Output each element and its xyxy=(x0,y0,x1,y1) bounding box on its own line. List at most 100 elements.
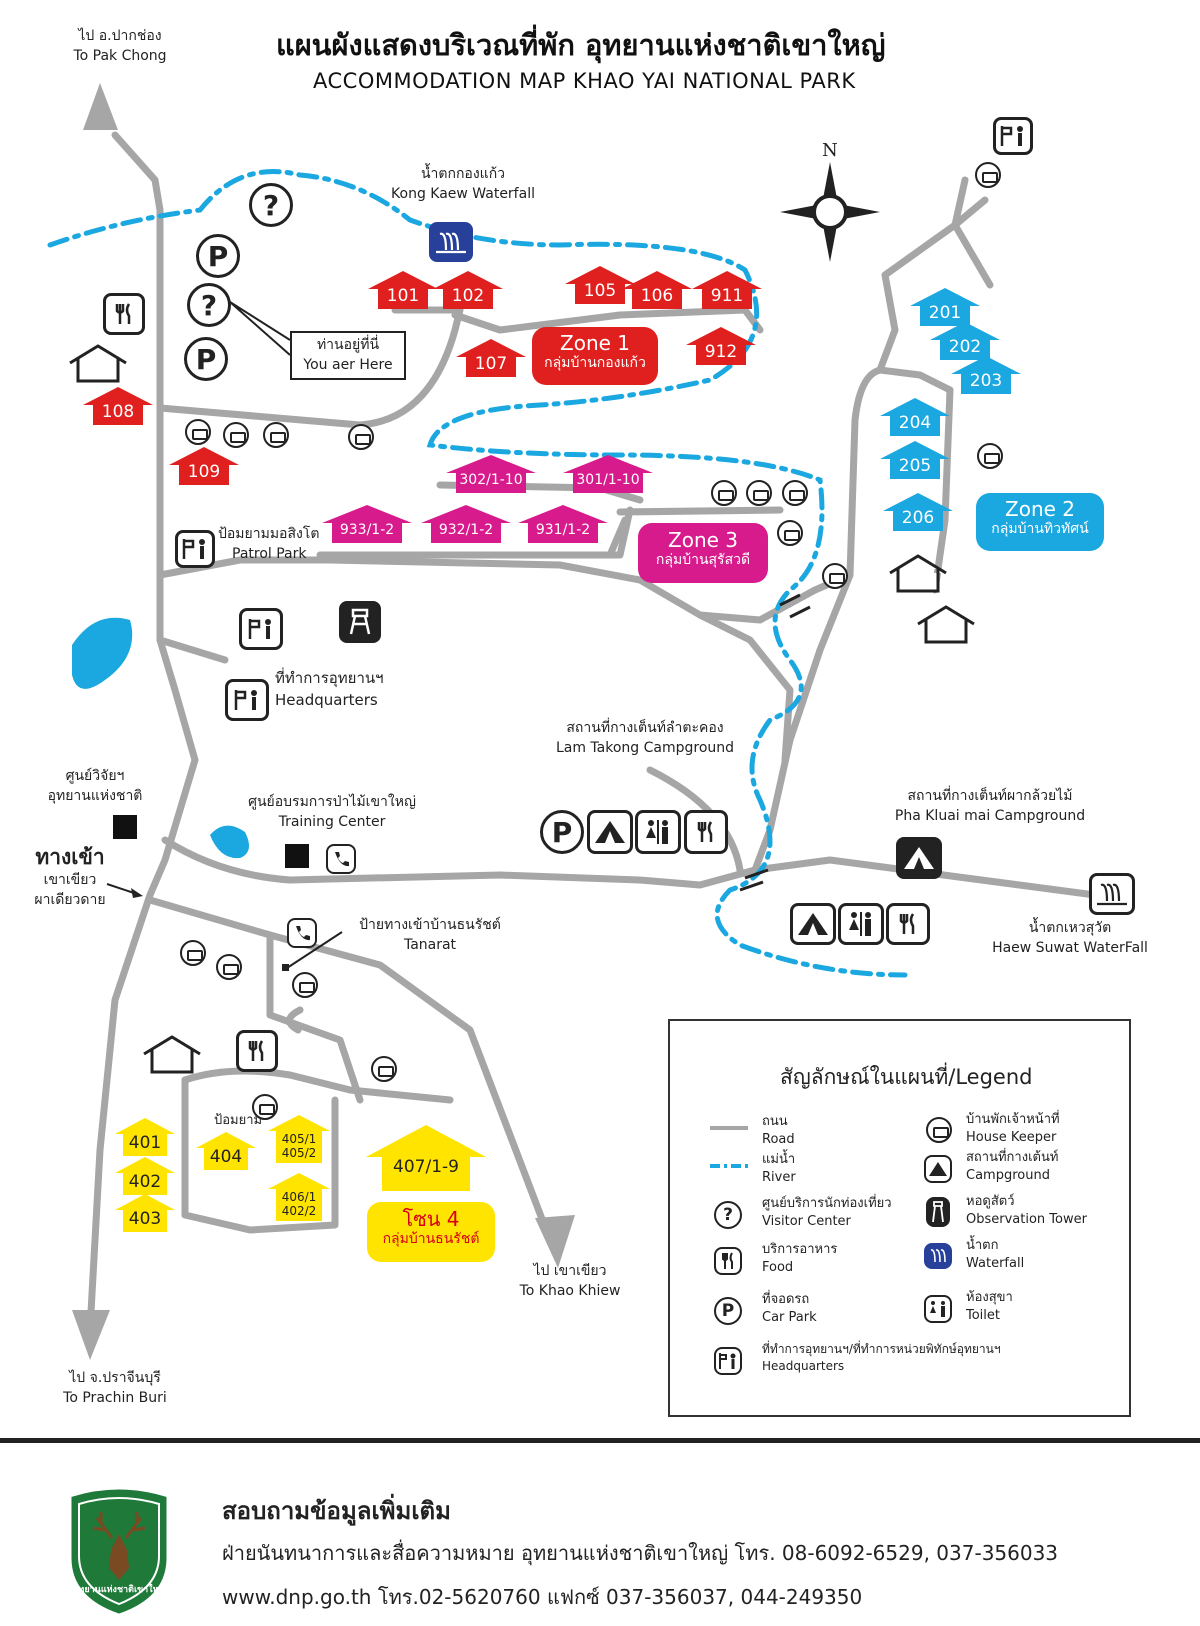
parking-icon[interactable]: P xyxy=(184,337,228,381)
unit-405[interactable]: 405/1 405/2 xyxy=(268,1115,330,1163)
lam-takong-th: สถานที่กางเต็นท์ลำตะคอง xyxy=(566,720,724,736)
house-keeper-icon[interactable] xyxy=(348,424,374,450)
zone-4-badge[interactable]: โซน 4 กลุ่มบ้านธนรัชต์ xyxy=(367,1202,495,1262)
legend-toilet-th: ห้องสุขา xyxy=(966,1290,1013,1305)
info-icon[interactable]: ? xyxy=(187,283,231,327)
toilet-icon[interactable] xyxy=(635,810,681,854)
zone-1-thai: กลุ่มบ้านกองแก้ว xyxy=(544,355,646,371)
info-icon[interactable]: ? xyxy=(249,183,293,227)
map-title-english: ACCOMMODATION MAP KHAO YAI NATIONAL PARK xyxy=(313,69,856,93)
unit-931[interactable]: 931/1-2 xyxy=(518,505,608,543)
house-keeper-icon[interactable] xyxy=(263,422,289,448)
house-keeper-icon[interactable] xyxy=(977,443,1003,469)
unit-205[interactable]: 205 xyxy=(880,441,950,479)
phone-icon[interactable] xyxy=(326,844,356,874)
zone-3-badge[interactable]: Zone 3 กลุ่มบ้านสุรัสวดี xyxy=(638,523,768,583)
zone-3-thai: กลุ่มบ้านสุรัสวดี xyxy=(655,552,751,568)
house-keeper-icon[interactable] xyxy=(975,162,1001,188)
unit-102[interactable]: 102 xyxy=(433,271,503,309)
house-keeper-icon[interactable] xyxy=(782,480,808,506)
food-icon[interactable] xyxy=(236,1030,278,1072)
entrance-l3: ผาเดียวดาย xyxy=(34,892,106,909)
unit-403[interactable]: 403 xyxy=(115,1194,175,1232)
unit-911[interactable]: 911 xyxy=(692,271,762,309)
house-keeper-icon[interactable] xyxy=(180,940,206,966)
entrance-th: ทางเข้า xyxy=(35,845,105,869)
headquarters-icon[interactable] xyxy=(225,679,269,721)
headquarters-en: Headquarters xyxy=(275,690,378,709)
entrance-l2: เขาเขียว xyxy=(43,872,97,889)
legend-campground-en: Campground xyxy=(966,1168,1050,1184)
tower-icon[interactable] xyxy=(339,601,381,643)
unit-407[interactable]: 407/1-9 xyxy=(366,1125,486,1191)
waterfall-icon[interactable] xyxy=(429,222,473,262)
house-keeper-icon[interactable] xyxy=(371,1056,397,1082)
house-keeper-icon[interactable] xyxy=(822,563,848,589)
unit-house-shape xyxy=(115,1118,175,1156)
patrol-park-en: Patrol Park xyxy=(232,546,307,563)
unit-108[interactable]: 108 xyxy=(83,387,153,425)
food-icon[interactable] xyxy=(684,810,728,854)
unit-404[interactable]: 404 xyxy=(196,1132,256,1170)
unit-206[interactable]: 206 xyxy=(883,493,953,531)
haew-suwat-th: น้ำตกเหวสุวัต xyxy=(1028,920,1112,936)
house-keeper-icon[interactable] xyxy=(777,520,803,546)
hq-glyph xyxy=(234,690,257,710)
house-keeper-icon[interactable] xyxy=(746,480,772,506)
tent-icon[interactable] xyxy=(587,810,633,854)
unit-932[interactable]: 932/1-2 xyxy=(421,505,511,543)
unit-404-label: 404 xyxy=(209,1147,243,1167)
unit-406[interactable]: 406/1 402/2 xyxy=(268,1173,330,1221)
legend-housekeeper-th: บ้านพักเจ้าหน้าที่ xyxy=(966,1112,1060,1127)
unit-203[interactable]: 203 xyxy=(951,356,1021,394)
toilet-icon xyxy=(924,1295,952,1323)
river-line-icon xyxy=(710,1164,748,1168)
unit-912-label: 912 xyxy=(704,342,738,362)
tent-icon[interactable] xyxy=(790,903,836,945)
house-keeper-icon[interactable] xyxy=(185,419,211,445)
unit-204[interactable]: 204 xyxy=(880,398,950,436)
legend-carpark-en: Car Park xyxy=(762,1310,817,1326)
food-icon[interactable] xyxy=(886,903,930,945)
headquarters-icon[interactable] xyxy=(175,530,215,568)
house-keeper-icon[interactable] xyxy=(711,480,737,506)
house-keeper-icon[interactable] xyxy=(223,422,249,448)
unit-933[interactable]: 933/1-2 xyxy=(322,505,412,543)
headquarters-icon[interactable] xyxy=(993,117,1033,155)
waterfall-icon[interactable] xyxy=(1089,873,1135,915)
parking-icon[interactable]: P xyxy=(196,234,240,278)
zone-1-badge[interactable]: Zone 1 กลุ่มบ้านกองแก้ว xyxy=(532,327,658,385)
headquarters-icon[interactable] xyxy=(239,608,283,650)
unit-101[interactable]: 101 xyxy=(368,271,438,309)
parking-icon[interactable]: P xyxy=(540,810,584,854)
unit-202[interactable]: 202 xyxy=(930,322,1000,360)
unit-402[interactable]: 402 xyxy=(115,1157,175,1195)
map-title-thai: แผนผังแสดงบริเวณที่พัก อุทยานแห่งชาติเขา… xyxy=(276,28,886,62)
food-icon[interactable] xyxy=(103,293,145,335)
kong-kaew-en: Kong Kaew Waterfall xyxy=(391,186,535,203)
unit-401[interactable]: 401 xyxy=(115,1118,175,1156)
unit-201[interactable]: 201 xyxy=(910,288,980,326)
unit-house-shape xyxy=(686,327,756,365)
legend-visitor-en: Visitor Center xyxy=(762,1214,851,1230)
unit-107[interactable]: 107 xyxy=(456,339,526,377)
unit-201-label: 201 xyxy=(928,303,962,323)
unit-301[interactable]: 301/1-10 xyxy=(563,455,653,493)
phone-icon[interactable] xyxy=(287,918,317,948)
tent-icon[interactable] xyxy=(896,837,942,879)
house-keeper-icon[interactable] xyxy=(216,954,242,980)
research-th2: อุทยานแห่งชาติ xyxy=(47,788,143,805)
park-logo-icon xyxy=(71,1489,167,1614)
unit-106[interactable]: 106 xyxy=(622,271,692,309)
unit-105[interactable]: 105 xyxy=(565,266,635,304)
zone-2-badge[interactable]: Zone 2 กลุ่มบ้านทิวทัศน์ xyxy=(976,493,1104,551)
house-keeper-icon[interactable] xyxy=(252,1094,278,1120)
legend-road-en: Road xyxy=(762,1132,795,1148)
toilet-icon[interactable] xyxy=(838,903,884,945)
unit-109[interactable]: 109 xyxy=(169,447,239,485)
direction-pak-chong-en: To Pak Chong xyxy=(73,48,167,65)
unit-302[interactable]: 302/1-10 xyxy=(446,455,536,493)
house-keeper-icon[interactable] xyxy=(292,972,318,998)
unit-912[interactable]: 912 xyxy=(686,327,756,365)
